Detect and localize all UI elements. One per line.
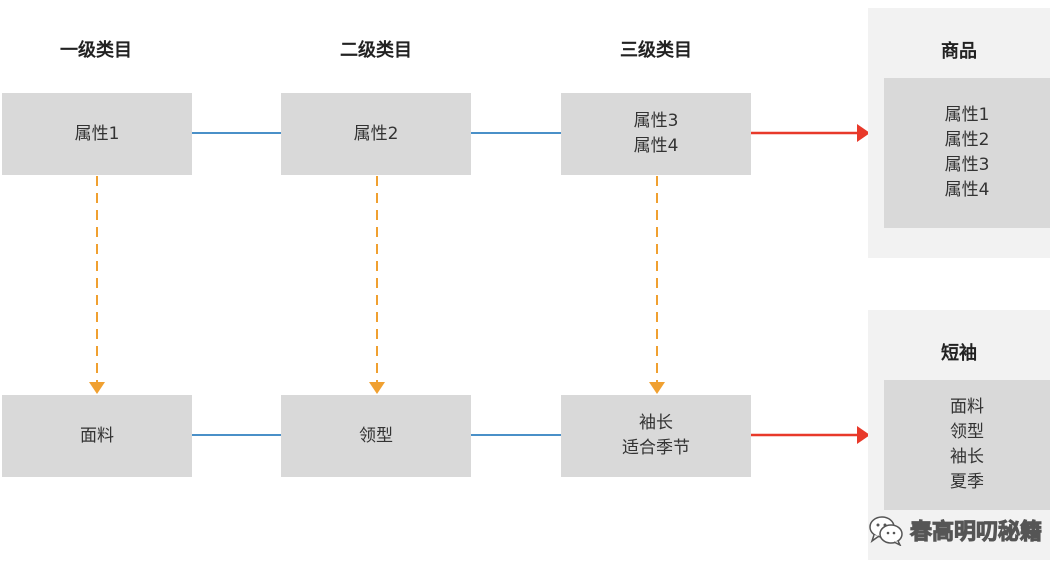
top-box-level3-line1: 属性3 (633, 111, 679, 131)
tshirt-attr-2: 领型 (950, 422, 984, 442)
header-level2: 二级类目 (340, 40, 412, 61)
bottom-box-level3-line2: 适合季节 (622, 438, 690, 458)
top-box-level3: 属性3 属性4 (561, 93, 751, 175)
bottom-box-level1-text: 面料 (80, 425, 114, 446)
tshirt-panel-title: 短袖 (941, 343, 977, 364)
bottom-box-level1: 面料 (2, 395, 192, 477)
tshirt-panel-attributes: 面料 领型 袖长 夏季 (884, 380, 1050, 510)
header-level1: 一级类目 (60, 40, 132, 61)
bottom-red-arrow-head (857, 426, 870, 444)
top-box-level1-text: 属性1 (74, 123, 120, 144)
bottom-box-level2-text: 领型 (359, 425, 393, 446)
top-box-level2-text: 属性2 (353, 123, 399, 144)
watermark: 春高明叨秘籍 (868, 514, 1043, 546)
header-level3: 三级类目 (620, 40, 692, 61)
tshirt-attr-4: 夏季 (950, 472, 984, 492)
top-red-arrow-head (857, 124, 870, 142)
watermark-text: 春高明叨秘籍 (909, 520, 1043, 546)
dashed-arrow-col3-head (649, 382, 665, 394)
wechat-logo-icon (869, 516, 903, 546)
bottom-box-level2: 领型 (281, 395, 471, 477)
product-attr-1: 属性1 (944, 105, 990, 125)
product-panel: 商品 属性1 属性2 属性3 属性4 (868, 8, 1050, 258)
top-box-level2: 属性2 (281, 93, 471, 175)
dashed-arrow-col1-head (89, 382, 105, 394)
bottom-box-level3-line1: 袖长 (639, 413, 673, 433)
product-attr-2: 属性2 (944, 130, 990, 150)
tshirt-panel: 短袖 面料 领型 袖长 夏季 (868, 310, 1050, 560)
product-attr-3: 属性3 (944, 155, 990, 175)
top-box-level1: 属性1 (2, 93, 192, 175)
product-panel-attributes: 属性1 属性2 属性3 属性4 (884, 78, 1050, 228)
product-panel-title: 商品 (941, 41, 977, 62)
tshirt-attr-3: 袖长 (950, 447, 984, 467)
dashed-arrow-col2-head (369, 382, 385, 394)
bottom-box-level3: 袖长 适合季节 (561, 395, 751, 477)
product-attr-4: 属性4 (944, 180, 990, 200)
tshirt-attr-1: 面料 (950, 397, 984, 417)
top-box-level3-line2: 属性4 (633, 136, 679, 156)
